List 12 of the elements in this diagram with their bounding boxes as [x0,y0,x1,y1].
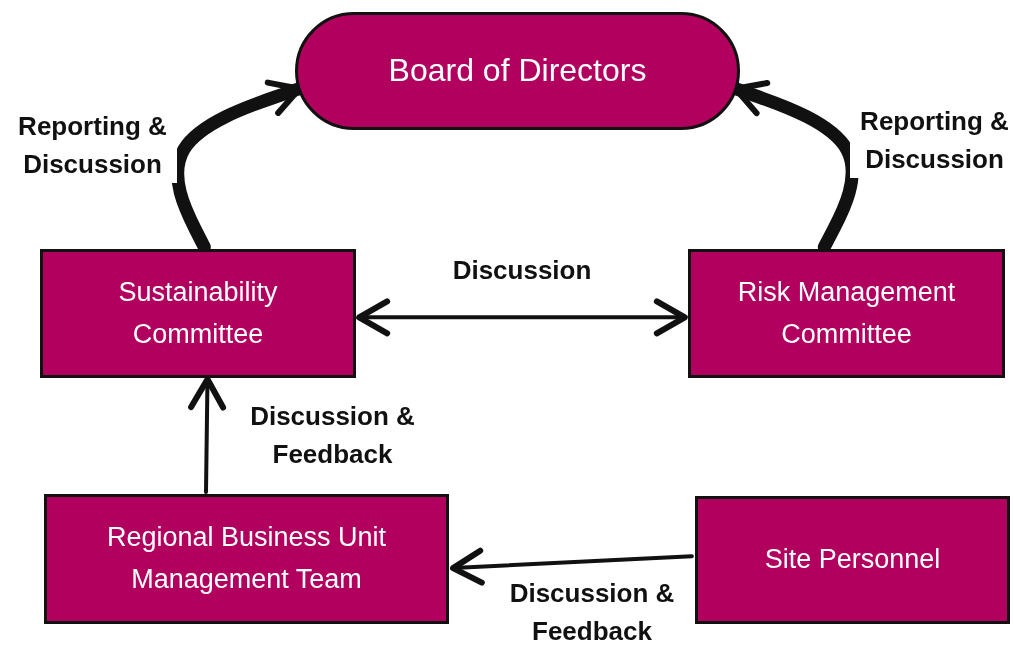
node-label: Sustainability Committee [117,275,279,351]
node-label: Risk Management Committee [736,275,957,351]
node-label: Site Personnel [764,543,941,577]
process-box [44,494,449,624]
arrow [450,547,694,586]
arrow [356,298,688,337]
arrow [188,376,227,495]
node-label: Regional Business Unit Management Team [105,521,388,596]
process-box [695,496,1010,624]
node-label: Board of Directors [388,51,647,91]
process-box [40,249,356,378]
process-box [688,249,1005,378]
